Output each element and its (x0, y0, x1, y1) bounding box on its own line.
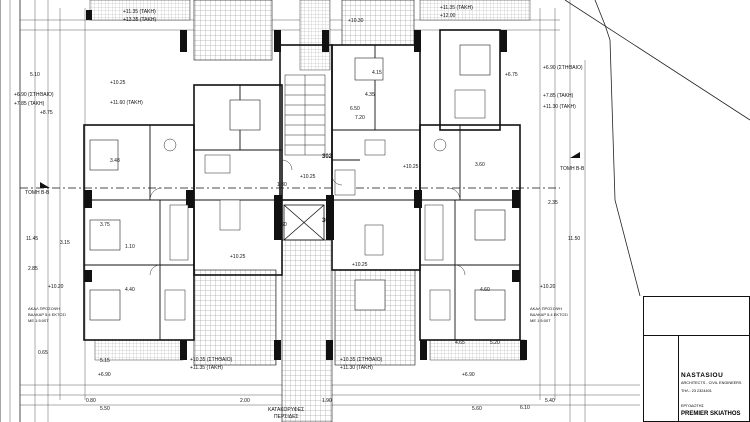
level-label: +13.35 (ΤΑΚΗ) (123, 17, 157, 23)
level-label: +11.30 (ΤΑΚΗ) (543, 104, 576, 110)
level-label: +6.90 (ΣΤΗΘΑΙΟ) (14, 92, 54, 98)
firm-subtitle: ARCHITECTS - CIVIL ENGINEERS (681, 381, 742, 385)
room-number: 302 (322, 154, 333, 160)
level-label: +10.25 (230, 254, 246, 260)
project-label: ΕΡΓΟΔΟΤΗΣ (681, 404, 704, 408)
dimension-text: 1.90 (322, 398, 332, 404)
fixtures (163, 89, 486, 321)
level-label: +6.90 (98, 372, 111, 378)
level-label: +11.35 (ΤΑΚΗ) (123, 9, 156, 15)
louvre-note: ΚΑΤΑΚΟΡΥΦΕΣ (268, 407, 305, 413)
dimension-text: 4.65 (455, 340, 465, 346)
dimension-text: 6.50 (350, 106, 360, 112)
level-label: +7.85 (ΤΑΚΗ) (543, 93, 574, 99)
beds (89, 44, 506, 321)
dimension-text: 6.10 (520, 405, 530, 411)
structural-columns (84, 10, 527, 360)
dimension-text: 5.10 (30, 72, 40, 78)
level-label: +10.20 (540, 284, 556, 290)
firm-name: NASTASIOU (681, 372, 724, 379)
section-arrow-left (40, 182, 50, 188)
dimension-text: 2.00 (240, 398, 250, 404)
level-label: +10.20 (48, 284, 64, 290)
title-block: NASTASIOU ARCHITECTS - CIVIL ENGINEERS Τ… (643, 296, 750, 422)
dimension-text: 1.10 (125, 244, 135, 250)
louvre-note: ΠΕΡΣΙΔΕΣ (274, 414, 299, 420)
level-label: +10.25 (403, 164, 419, 170)
dimension-text: 5.15 (100, 358, 110, 364)
dimension-text: 5.40 (545, 398, 555, 404)
dimension-text: 4.40 (125, 287, 135, 293)
level-label: +12.00 (440, 13, 456, 19)
dimension-text: 3.15 (60, 240, 70, 246)
dimension-text: 5.50 (100, 406, 110, 412)
door-swings (149, 159, 466, 276)
dimension-text: 1.60 (277, 222, 287, 228)
level-label: +11.30 (ΤΑΚΗ) (340, 365, 373, 371)
facade-note: ΑΚΑΛ ΠΡΟΣΟΨΗ ΒΑΛΚΑΡ 5.4 ΕΚΤΟΣ/ΜΕ 1:5:00Τ (28, 306, 67, 323)
level-label: +11.60 (ΤΑΚΗ) (110, 100, 143, 106)
section-arrow-right (570, 152, 580, 158)
room-number: 303 (322, 218, 333, 224)
level-label: +10.30 (348, 18, 364, 24)
logo-panel (644, 335, 679, 421)
dimension-text: 5.60 (472, 406, 482, 412)
section-label: ΤΟΜΗ Β-Β (25, 190, 50, 196)
dimension-text: 2.85 (28, 266, 38, 272)
dimension-text: 1.80 (277, 182, 287, 188)
level-label: +11.35 (ΤΑΚΗ) (190, 365, 223, 371)
stair-treads (284, 74, 326, 156)
level-label: +6.75 (505, 72, 518, 78)
dimension-text: 0.65 (38, 350, 48, 356)
dimension-text: 7.20 (355, 115, 365, 121)
level-label: +10.25 (110, 80, 126, 86)
dimension-text: 2.35 (548, 200, 558, 206)
level-label: +10.35 (ΣΤΗΘΑΙΟ) (340, 357, 383, 363)
level-label: +7.85 (ΤΑΚΗ) (14, 101, 45, 107)
level-label: +10.25 (300, 174, 316, 180)
dimension-text: 11.50 (568, 236, 581, 242)
dimension-text: 5.20 (490, 340, 500, 346)
dimension-text: 4.15 (372, 70, 382, 76)
project-name: PREMIER SKIATHOS (681, 411, 741, 417)
level-label: +10.35 (ΣΤΗΘΑΙΟ) (190, 357, 233, 363)
north-panel (644, 297, 749, 336)
facade-note: ΑΚΑΛ ΠΡΟΣΟΨΗ ΒΑΛΚΑΡ 5.4 ΕΚΤΟΣ/ΜΕ 1:5:00Τ (530, 306, 569, 323)
level-label: +10.25 (352, 262, 368, 268)
level-label: +8.75 (40, 110, 53, 116)
firm-phone: ΤΗΛ.: 23 2324401 (681, 389, 712, 393)
dimension-text: 4.35 (365, 92, 375, 98)
firm-info: NASTASIOU ARCHITECTS - CIVIL ENGINEERS Τ… (679, 335, 749, 421)
dimension-text: 3.48 (110, 158, 120, 164)
level-label: +11.35 (ΤΑΚΗ) (440, 5, 473, 11)
elevator (283, 204, 325, 241)
dimension-text: 0.80 (86, 398, 96, 404)
section-label: ΤΟΜΗ Β-Β (560, 166, 585, 172)
dimension-text: 3.60 (475, 162, 485, 168)
level-label: +6.90 (ΣΤΗΘΑΙΟ) (543, 65, 583, 71)
dimension-text: 4.60 (480, 287, 490, 293)
balcony-tiles (89, 0, 531, 422)
exterior-walls (83, 29, 521, 341)
level-label: +6.90 (462, 372, 475, 378)
dimension-text: 3.75 (100, 222, 110, 228)
dimension-text: 11.45 (26, 236, 39, 242)
